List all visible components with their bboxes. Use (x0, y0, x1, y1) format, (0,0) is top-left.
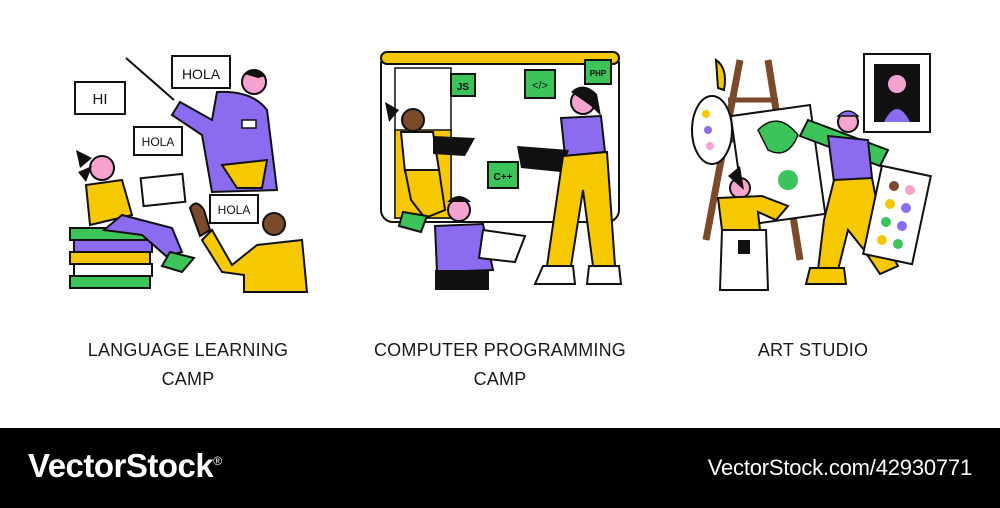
caption-art-studio: ART STUDIO (663, 336, 963, 365)
bubble-hola-bottom: HOLA (218, 203, 251, 217)
computer-programming-illustration: JS </> PHP C++ (380, 51, 623, 290)
tag-cpp: C++ (494, 172, 513, 183)
caption-computer-programming-camp: COMPUTER PROGRAMMING CAMP (350, 336, 650, 394)
tag-js: JS (457, 82, 470, 93)
tag-php: PHP (590, 69, 607, 78)
bubble-hola-middle: HOLA (142, 135, 175, 149)
language-learning-illustration: HI HOLA HOLA HOLA (69, 55, 309, 293)
caption-language-learning-camp: LANGUAGE LEARNING CAMP (38, 336, 338, 394)
bubble-hola-top: HOLA (182, 66, 221, 82)
brand-logo: VectorStock® (28, 447, 222, 485)
art-studio-illustration (691, 53, 932, 291)
caption-line: COMPUTER PROGRAMMING (373, 340, 626, 360)
caption-line: CAMP (473, 369, 527, 389)
brand-name: VectorStock (28, 447, 214, 484)
caption-line: CAMP (161, 369, 215, 389)
watermark-footer: VectorStock® VectorStock.com/42930771 (0, 428, 1000, 508)
brand-url: VectorStock.com/42930771 (707, 455, 972, 480)
bubble-hi: HI (93, 91, 108, 108)
tag-code: </> (532, 80, 548, 92)
caption-line: LANGUAGE LEARNING (87, 340, 289, 360)
registered-mark: ® (213, 454, 222, 468)
artwork-canvas: HI HOLA HOLA HOLA JS (38, 51, 963, 394)
caption-line: ART STUDIO (757, 340, 869, 360)
